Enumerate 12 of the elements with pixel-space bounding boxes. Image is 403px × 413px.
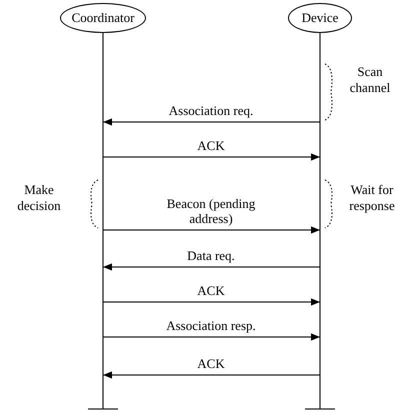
message-arrow (102, 371, 320, 379)
message-arrow (102, 298, 320, 306)
message-arrow (102, 153, 320, 161)
message-arrow (102, 118, 320, 126)
note-text: Scan channel (348, 64, 392, 96)
message-arrow (102, 226, 320, 234)
message-arrow (102, 333, 320, 341)
participant-ellipse: Coordinator (60, 3, 146, 33)
note-text: Make decision (16, 182, 62, 214)
message-arrow (102, 263, 320, 271)
participant-ellipse: Device (288, 3, 352, 33)
note-text: Wait for response (348, 182, 396, 214)
